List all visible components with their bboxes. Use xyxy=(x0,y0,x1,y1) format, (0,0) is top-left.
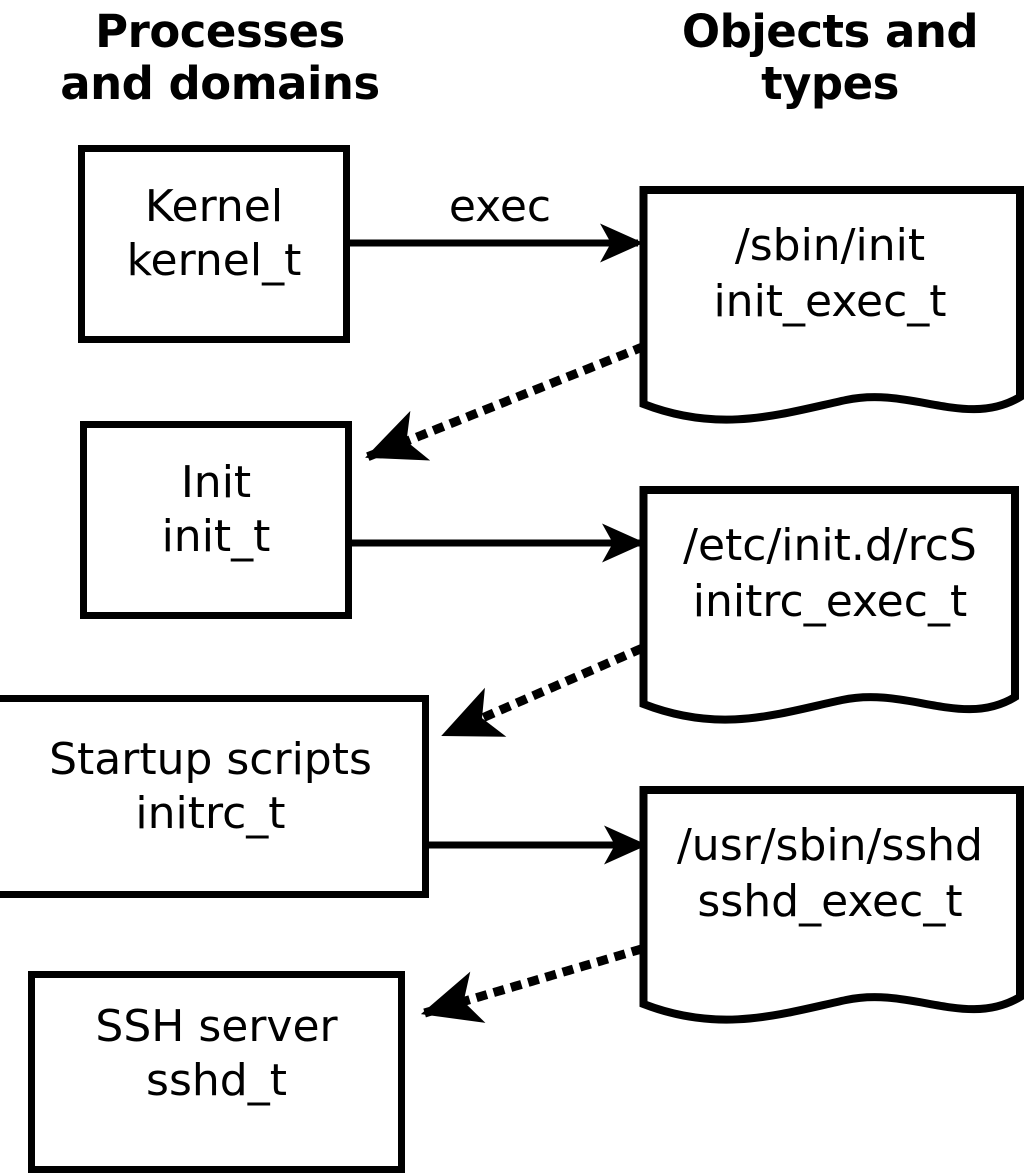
column-header-processes: Processes and domains xyxy=(60,5,380,110)
object-shape-initrc-exec[interactable]: /etc/init.d/rcS initrc_exec_t xyxy=(636,486,1024,736)
edge-label-exec: exec xyxy=(448,181,552,232)
process-box-init-label: Init init_t xyxy=(161,457,271,562)
object-shape-init-exec-label: /sbin/init init_exec_t xyxy=(713,220,947,327)
process-box-kernel[interactable]: Kernel kernel_t xyxy=(78,145,350,343)
object-shape-sshd-exec-label: /usr/sbin/sshd sshd_exec_t xyxy=(676,820,983,927)
edge-sshdexec-transition xyxy=(420,944,644,1023)
process-box-ssh-server-label: SSH server sshd_t xyxy=(95,1001,338,1106)
process-box-kernel-label: Kernel kernel_t xyxy=(126,181,302,286)
document-icon xyxy=(639,486,1019,724)
document-icon xyxy=(639,786,1024,1024)
column-header-objects: Objects and types xyxy=(681,5,979,110)
object-shape-init-exec[interactable]: /sbin/init init_exec_t xyxy=(636,186,1024,436)
process-box-ssh-server[interactable]: SSH server sshd_t xyxy=(28,971,405,1173)
object-shape-sshd-exec[interactable]: /usr/sbin/sshd sshd_exec_t xyxy=(636,786,1024,1036)
edge-initexec-transition xyxy=(365,342,646,461)
process-box-init[interactable]: Init init_t xyxy=(80,421,352,619)
process-box-startup-scripts-label: Startup scripts initrc_t xyxy=(49,733,372,839)
process-box-startup-scripts[interactable]: Startup scripts initrc_t xyxy=(0,695,429,898)
edge-initrcexec-transition xyxy=(441,644,644,739)
object-shape-initrc-exec-label: /etc/init.d/rcS initrc_exec_t xyxy=(683,520,977,627)
document-icon xyxy=(639,186,1024,424)
